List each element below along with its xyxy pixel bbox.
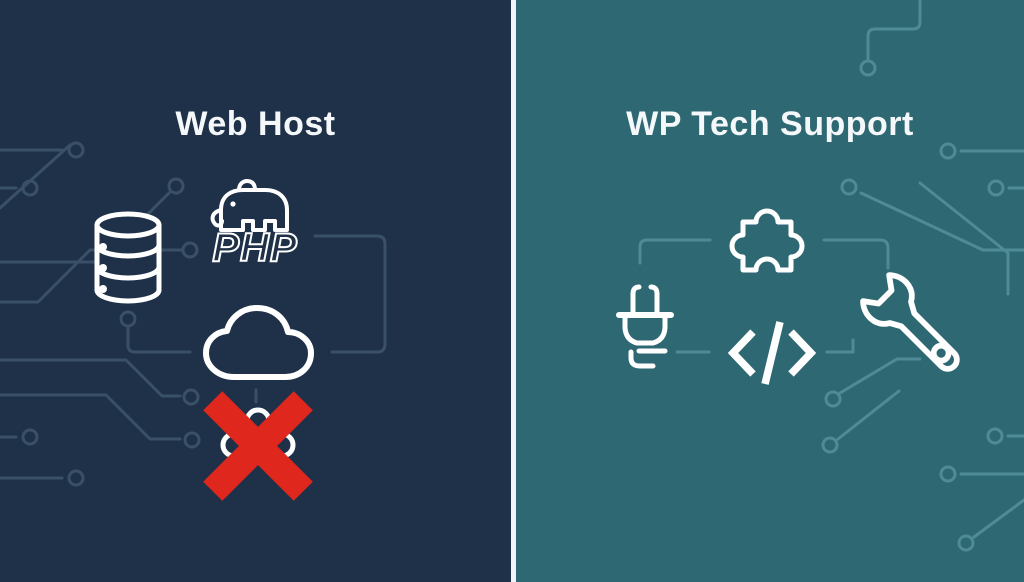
left-panel-title: Web Host	[175, 105, 336, 143]
php-elephant-icon: PHP	[210, 179, 298, 271]
wrench-icon	[860, 272, 960, 372]
plugin-blocked-icon	[203, 391, 313, 501]
circuit-traces-left	[0, 141, 387, 487]
panel-divider	[511, 0, 516, 582]
wp-tech-support-panel: WP Tech Support	[516, 0, 1024, 582]
plug-icon	[616, 284, 674, 369]
x-mark-icon	[203, 391, 313, 501]
php-label: PHP	[212, 226, 297, 270]
cloud-icon	[203, 305, 314, 380]
code-icon	[727, 321, 817, 385]
circuit-traces-right	[638, 0, 1024, 552]
database-icon	[94, 211, 162, 304]
right-panel-title: WP Tech Support	[626, 105, 914, 143]
web-host-panel: PHP Web Host	[0, 0, 511, 582]
puzzle-icon	[729, 208, 805, 273]
